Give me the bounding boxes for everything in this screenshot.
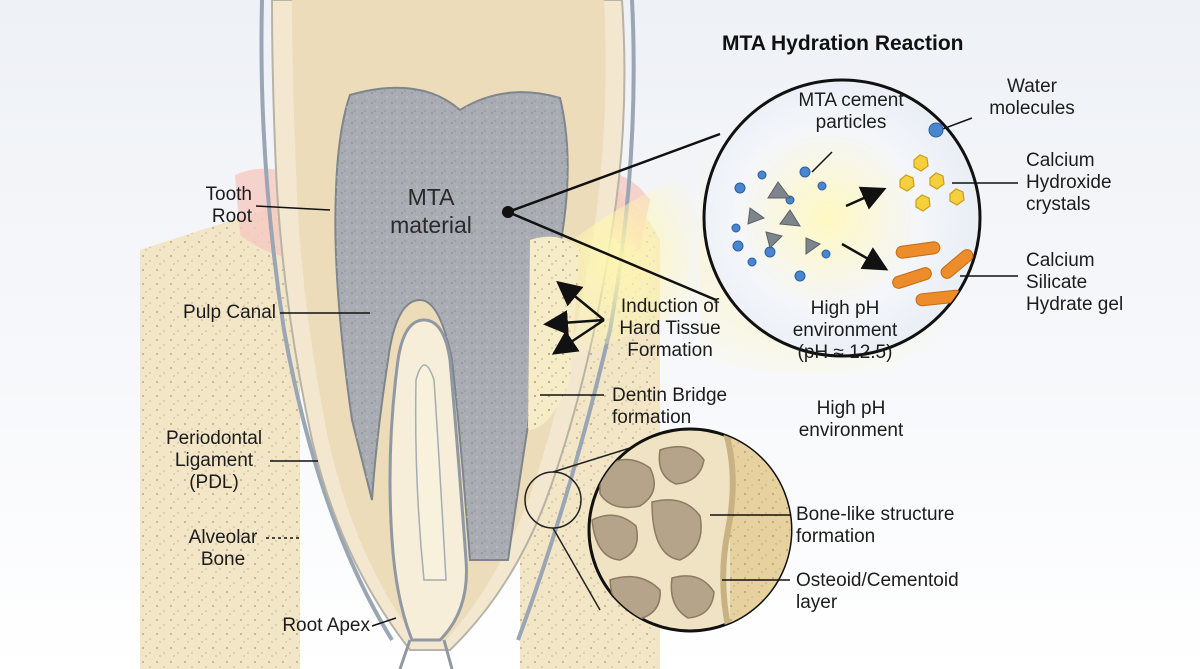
label-water-molecules: Water molecules: [989, 76, 1075, 119]
label-csh-gel: Calcium Silicate Hydrate gel: [1026, 250, 1124, 315]
induction-arrow-mid: [543, 310, 605, 336]
induction-arrow-up: [556, 280, 605, 321]
label-bone-like: Bone-like structure formation: [796, 504, 955, 547]
label-osteoid: Osteoid/Cementoid layer: [796, 570, 959, 613]
water-molecule-icon: [928, 122, 944, 138]
bone-connector-upper: [552, 447, 631, 473]
glow-beam: [560, 160, 720, 360]
hydration-zoom-circle: [702, 78, 982, 358]
label-tooth-root: Tooth Root: [205, 184, 252, 227]
induction-arrow-down: [551, 318, 605, 355]
csh-gel-rods: [892, 241, 974, 307]
zoom-connector-upper: [507, 132, 721, 214]
root-apex-lines: [398, 639, 454, 669]
cement-particles: [731, 166, 831, 282]
leader-particles: [811, 151, 833, 173]
diagram-title: MTA Hydration Reaction: [722, 32, 964, 55]
mta-filling: [334, 86, 569, 561]
label-mta-particles: MTA cement particles: [798, 90, 904, 133]
inner-canal: [414, 364, 447, 581]
label-pdl: Periodontal Ligament (PDL): [165, 428, 263, 493]
zoom-connector-lower: [507, 210, 717, 302]
arrow-to-gel: [841, 242, 889, 271]
mta-pointer-dot: [502, 206, 514, 218]
leader-water: [939, 117, 973, 131]
bone-connector-lower: [552, 527, 601, 611]
calcium-hydroxide-crystals: [899, 154, 965, 212]
label-root-apex: Root Apex: [282, 615, 370, 636]
arrow-to-crystals: [845, 186, 887, 210]
label-pulp-canal: Pulp Canal: [183, 302, 276, 323]
label-induction: Induction of Hard Tissue Formation: [619, 296, 721, 361]
label-dentin-bridge: Dentin Bridge formation: [612, 385, 728, 428]
leader-root-apex: [371, 617, 397, 627]
label-alveolar-bone: Alveolar Bone: [188, 527, 258, 570]
label-calcium-hydroxide: Calcium Hydroxide crystals: [1026, 150, 1112, 215]
cement-triangles: [747, 181, 822, 255]
leader-tooth-root: [255, 205, 331, 211]
label-mta-material: MTA material: [390, 184, 472, 238]
label-high-ph-inner: High pH environment (pH ≈ 12.5): [792, 298, 898, 363]
label-high-ph-outer: High pH environment: [798, 398, 904, 441]
